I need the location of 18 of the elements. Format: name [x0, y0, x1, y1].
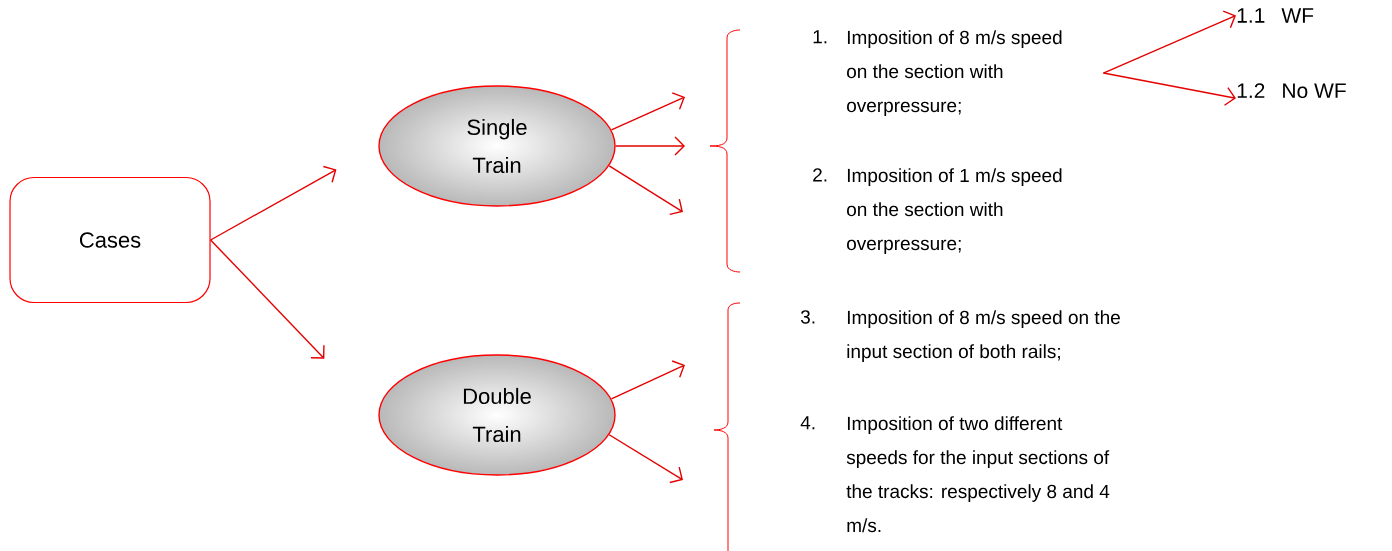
arrow — [1102, 72, 1236, 106]
arrow — [1102, 10, 1236, 74]
arrow — [610, 92, 685, 131]
arrow — [610, 360, 685, 400]
ellipse-node: Single Train — [378, 85, 616, 207]
arrow — [608, 165, 683, 215]
process-box: Cases — [9, 176, 211, 304]
arrow — [608, 434, 683, 484]
ellipse-node: Double Train — [378, 354, 616, 476]
list-item: 1. Imposition of 8 m/s speed on the section with overpressure; — [813, 30, 1062, 116]
sub-case-label: 1.1 WF — [1237, 8, 1314, 23]
list-item: 4. Imposition of two different speeds for the input sections of the tracks: respectively 8 and 4 m/s. — [800, 416, 1110, 533]
list-item: 2. Imposition of 1 m/s speed on the section with overpressure; — [813, 168, 1062, 254]
sub-case-label: 1.2 No WF — [1237, 83, 1346, 99]
arrow — [209, 165, 337, 241]
list-item: 3. Imposition of 8 m/s speed on the input section of both rails; — [800, 310, 1120, 362]
arrow — [615, 136, 685, 156]
arrow — [209, 239, 325, 359]
